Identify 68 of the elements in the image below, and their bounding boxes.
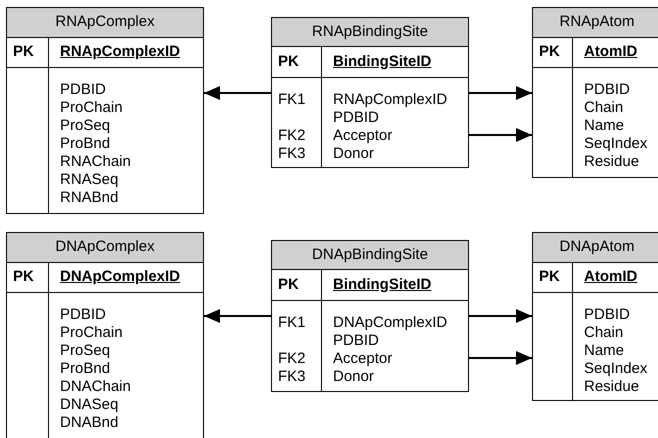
foreign-key-label: FK3 bbox=[278, 145, 306, 162]
entity-table bbox=[532, 7, 658, 178]
primary-key-field: AtomID bbox=[584, 41, 638, 64]
attribute-name: PDBID bbox=[333, 109, 379, 126]
attribute-name: RNABnd bbox=[60, 189, 118, 206]
attribute-name: RNAChain bbox=[60, 153, 131, 170]
attribute-name: DNAChain bbox=[60, 378, 131, 395]
arrow bbox=[469, 128, 532, 142]
entity-table bbox=[6, 7, 204, 214]
attribute-name: Acceptor bbox=[333, 127, 392, 144]
attribute-name: Donor bbox=[333, 368, 374, 385]
attribute-name: Donor bbox=[333, 145, 374, 162]
attribute-name: ProChain bbox=[60, 324, 123, 341]
primary-key-field: RNApComplexID bbox=[60, 41, 180, 64]
arrow bbox=[204, 309, 271, 323]
table-title: DNApBindingSite bbox=[312, 244, 428, 265]
foreign-key-label: FK3 bbox=[278, 368, 306, 385]
foreign-key-label: FK2 bbox=[278, 127, 306, 144]
attribute-name: PDBID bbox=[584, 306, 630, 323]
arrow bbox=[204, 86, 271, 100]
attribute-name: RNApComplexID bbox=[333, 91, 448, 108]
arrow bbox=[469, 351, 532, 365]
key-label: PK bbox=[13, 267, 34, 288]
table-title: RNApBindingSite bbox=[312, 22, 428, 42]
attribute-name: ProSeq bbox=[60, 117, 110, 134]
attribute-name: Chain bbox=[584, 324, 624, 341]
attribute-name: PDBID bbox=[60, 81, 106, 98]
attribute-name: ProBnd bbox=[60, 360, 110, 377]
key-label: PK bbox=[539, 267, 560, 288]
table-title: DNApAtom bbox=[559, 237, 635, 258]
table-title: DNApComplex bbox=[55, 237, 155, 258]
attribute-name: DNABnd bbox=[60, 414, 118, 431]
attribute-name: Acceptor bbox=[333, 350, 392, 367]
attribute-name: PDBID bbox=[333, 332, 379, 349]
key-label: PK bbox=[539, 42, 560, 62]
attribute-name: PDBID bbox=[60, 306, 106, 323]
primary-key-field: BindingSiteID bbox=[333, 50, 432, 74]
key-label: PK bbox=[278, 52, 299, 72]
attribute-name: SeqIndex bbox=[584, 135, 648, 152]
key-label: PK bbox=[278, 274, 299, 295]
primary-key-field: AtomID bbox=[584, 266, 638, 289]
primary-key-field: DNApComplexID bbox=[60, 266, 180, 289]
primary-key-field: BindingSiteID bbox=[333, 274, 432, 296]
attribute-name: SeqIndex bbox=[584, 360, 648, 377]
attribute-name: DNApComplexID bbox=[333, 314, 448, 331]
attribute-name: RNASeq bbox=[60, 171, 118, 188]
entity-table bbox=[6, 232, 204, 438]
arrow bbox=[469, 86, 532, 100]
table-title: RNApComplex bbox=[55, 12, 155, 32]
foreign-key-label: FK1 bbox=[278, 91, 306, 108]
attribute-name: DNASeq bbox=[60, 396, 118, 413]
attribute-name: Name bbox=[584, 342, 624, 359]
attribute-name: ProChain bbox=[60, 99, 123, 116]
entity-table bbox=[271, 240, 469, 392]
arrow bbox=[469, 309, 532, 323]
attribute-name: ProBnd bbox=[60, 135, 110, 152]
attribute-name: Chain bbox=[584, 99, 624, 116]
foreign-key-label: FK1 bbox=[278, 314, 306, 331]
key-label: PK bbox=[13, 42, 34, 62]
attribute-name: ProSeq bbox=[60, 342, 110, 359]
foreign-key-label: FK2 bbox=[278, 350, 306, 367]
entity-table bbox=[271, 17, 469, 168]
attribute-name: PDBID bbox=[584, 81, 630, 98]
attribute-name: Name bbox=[584, 117, 624, 134]
table-title: RNApAtom bbox=[559, 12, 635, 32]
entity-table bbox=[532, 232, 658, 401]
attribute-name: Residue bbox=[584, 378, 640, 395]
attribute-name: Residue bbox=[584, 153, 640, 170]
